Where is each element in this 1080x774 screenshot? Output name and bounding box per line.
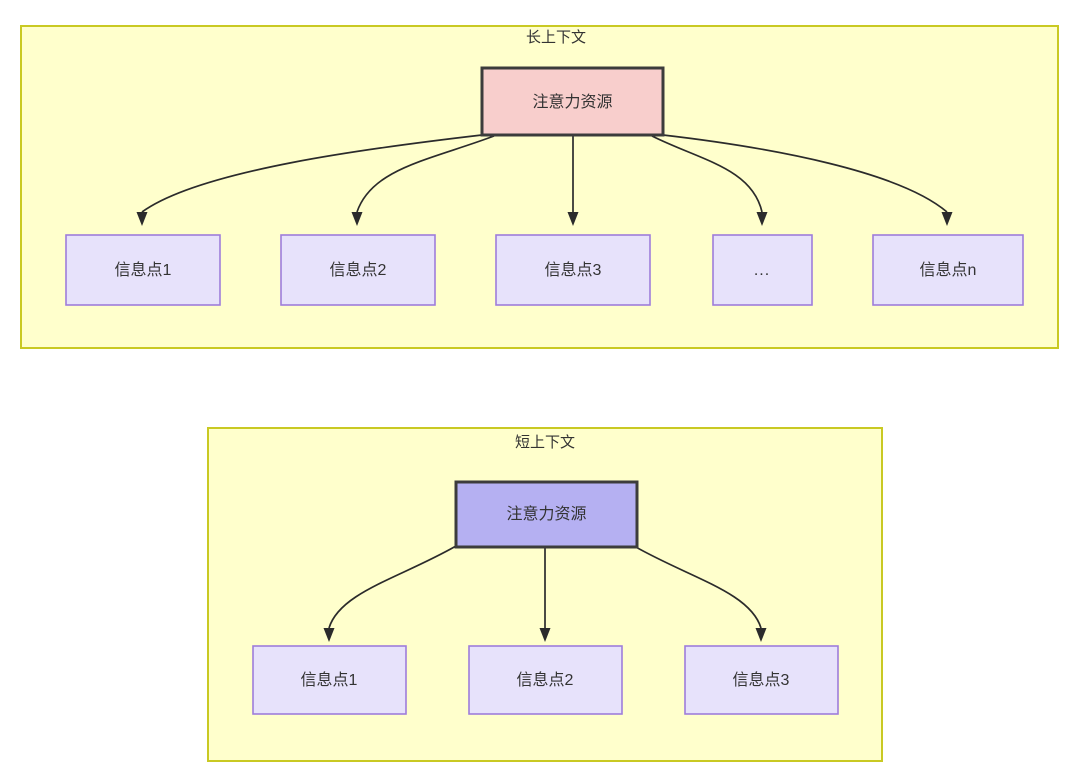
node-info-point-short-2[interactable]: 信息点2 — [468, 645, 623, 715]
node-info-point-short-3-box[interactable] — [684, 645, 839, 715]
panel-long-context-edges — [136, 134, 953, 226]
node-info-point-short-2-box[interactable] — [468, 645, 623, 715]
panel-short-context-title: 短上下文 — [515, 434, 575, 451]
node-info-point-long-n-label: 信息点n — [920, 261, 977, 279]
node-info-point-long-3-label: 信息点3 — [545, 261, 602, 279]
node-attention-resource-long[interactable]: 注意力资源 — [480, 66, 665, 137]
node-info-point-short-1-box[interactable] — [252, 645, 407, 715]
panel-long-context: 长上下文 注意力资源 信息 — [20, 25, 1059, 349]
node-attention-resource-short[interactable]: 注意力资源 — [454, 480, 639, 549]
node-info-point-long-1-label: 信息点1 — [115, 261, 172, 279]
node-attention-resource-long-box[interactable] — [480, 66, 665, 137]
node-attention-resource-long-label: 注意力资源 — [532, 92, 612, 111]
arrowhead-leaf-3 — [567, 212, 579, 226]
arrowhead-leaf-1 — [136, 212, 148, 226]
node-info-point-short-2-label: 信息点2 — [517, 671, 574, 689]
node-info-point-short-1-label: 信息点1 — [301, 671, 358, 689]
node-attention-resource-short-label: 注意力资源 — [506, 504, 586, 523]
node-info-point-short-3-label: 信息点3 — [733, 671, 790, 689]
node-info-point-long-2-box[interactable] — [280, 234, 436, 306]
panel-long-context-title: 长上下文 — [526, 29, 586, 46]
edge-short-root-to-leaf-1 — [328, 545, 457, 629]
panel-short-context-edges — [323, 545, 767, 642]
edge-root-to-leaf-1 — [141, 134, 483, 213]
panel-short-context: 短上下文 注意力资源 信息点1 信息点 — [207, 427, 883, 762]
node-info-point-short-3[interactable]: 信息点3 — [684, 645, 839, 715]
node-info-point-long-3[interactable]: 信息点3 — [495, 234, 651, 306]
arrowhead-short-leaf-1 — [323, 628, 335, 642]
node-info-point-long-2[interactable]: 信息点2 — [280, 234, 436, 306]
edge-root-to-leaf-5 — [662, 134, 948, 213]
node-attention-resource-short-box[interactable] — [454, 480, 639, 549]
node-info-point-long-n-box[interactable] — [872, 234, 1024, 306]
node-info-point-long-3-box[interactable] — [495, 234, 651, 306]
node-info-point-long-n[interactable]: 信息点n — [872, 234, 1024, 306]
node-info-point-long-ellipsis[interactable]: ... — [712, 234, 813, 306]
node-info-point-long-2-label: 信息点2 — [330, 261, 387, 279]
node-info-point-long-1[interactable]: 信息点1 — [65, 234, 221, 306]
node-info-point-long-ellipsis-label: ... — [754, 262, 770, 279]
node-info-point-long-1-box[interactable] — [65, 234, 221, 306]
arrowhead-leaf-2 — [351, 212, 363, 226]
arrowhead-short-leaf-2 — [539, 628, 551, 642]
arrowhead-short-leaf-3 — [755, 628, 767, 642]
edge-short-root-to-leaf-3 — [633, 545, 762, 629]
node-info-point-short-1[interactable]: 信息点1 — [252, 645, 407, 715]
node-info-point-long-ellipsis-box[interactable] — [712, 234, 813, 306]
arrowhead-leaf-5 — [941, 212, 953, 226]
arrowhead-leaf-4 — [756, 212, 768, 226]
edge-root-to-leaf-4 — [651, 135, 763, 213]
edge-root-to-leaf-2 — [356, 135, 495, 213]
